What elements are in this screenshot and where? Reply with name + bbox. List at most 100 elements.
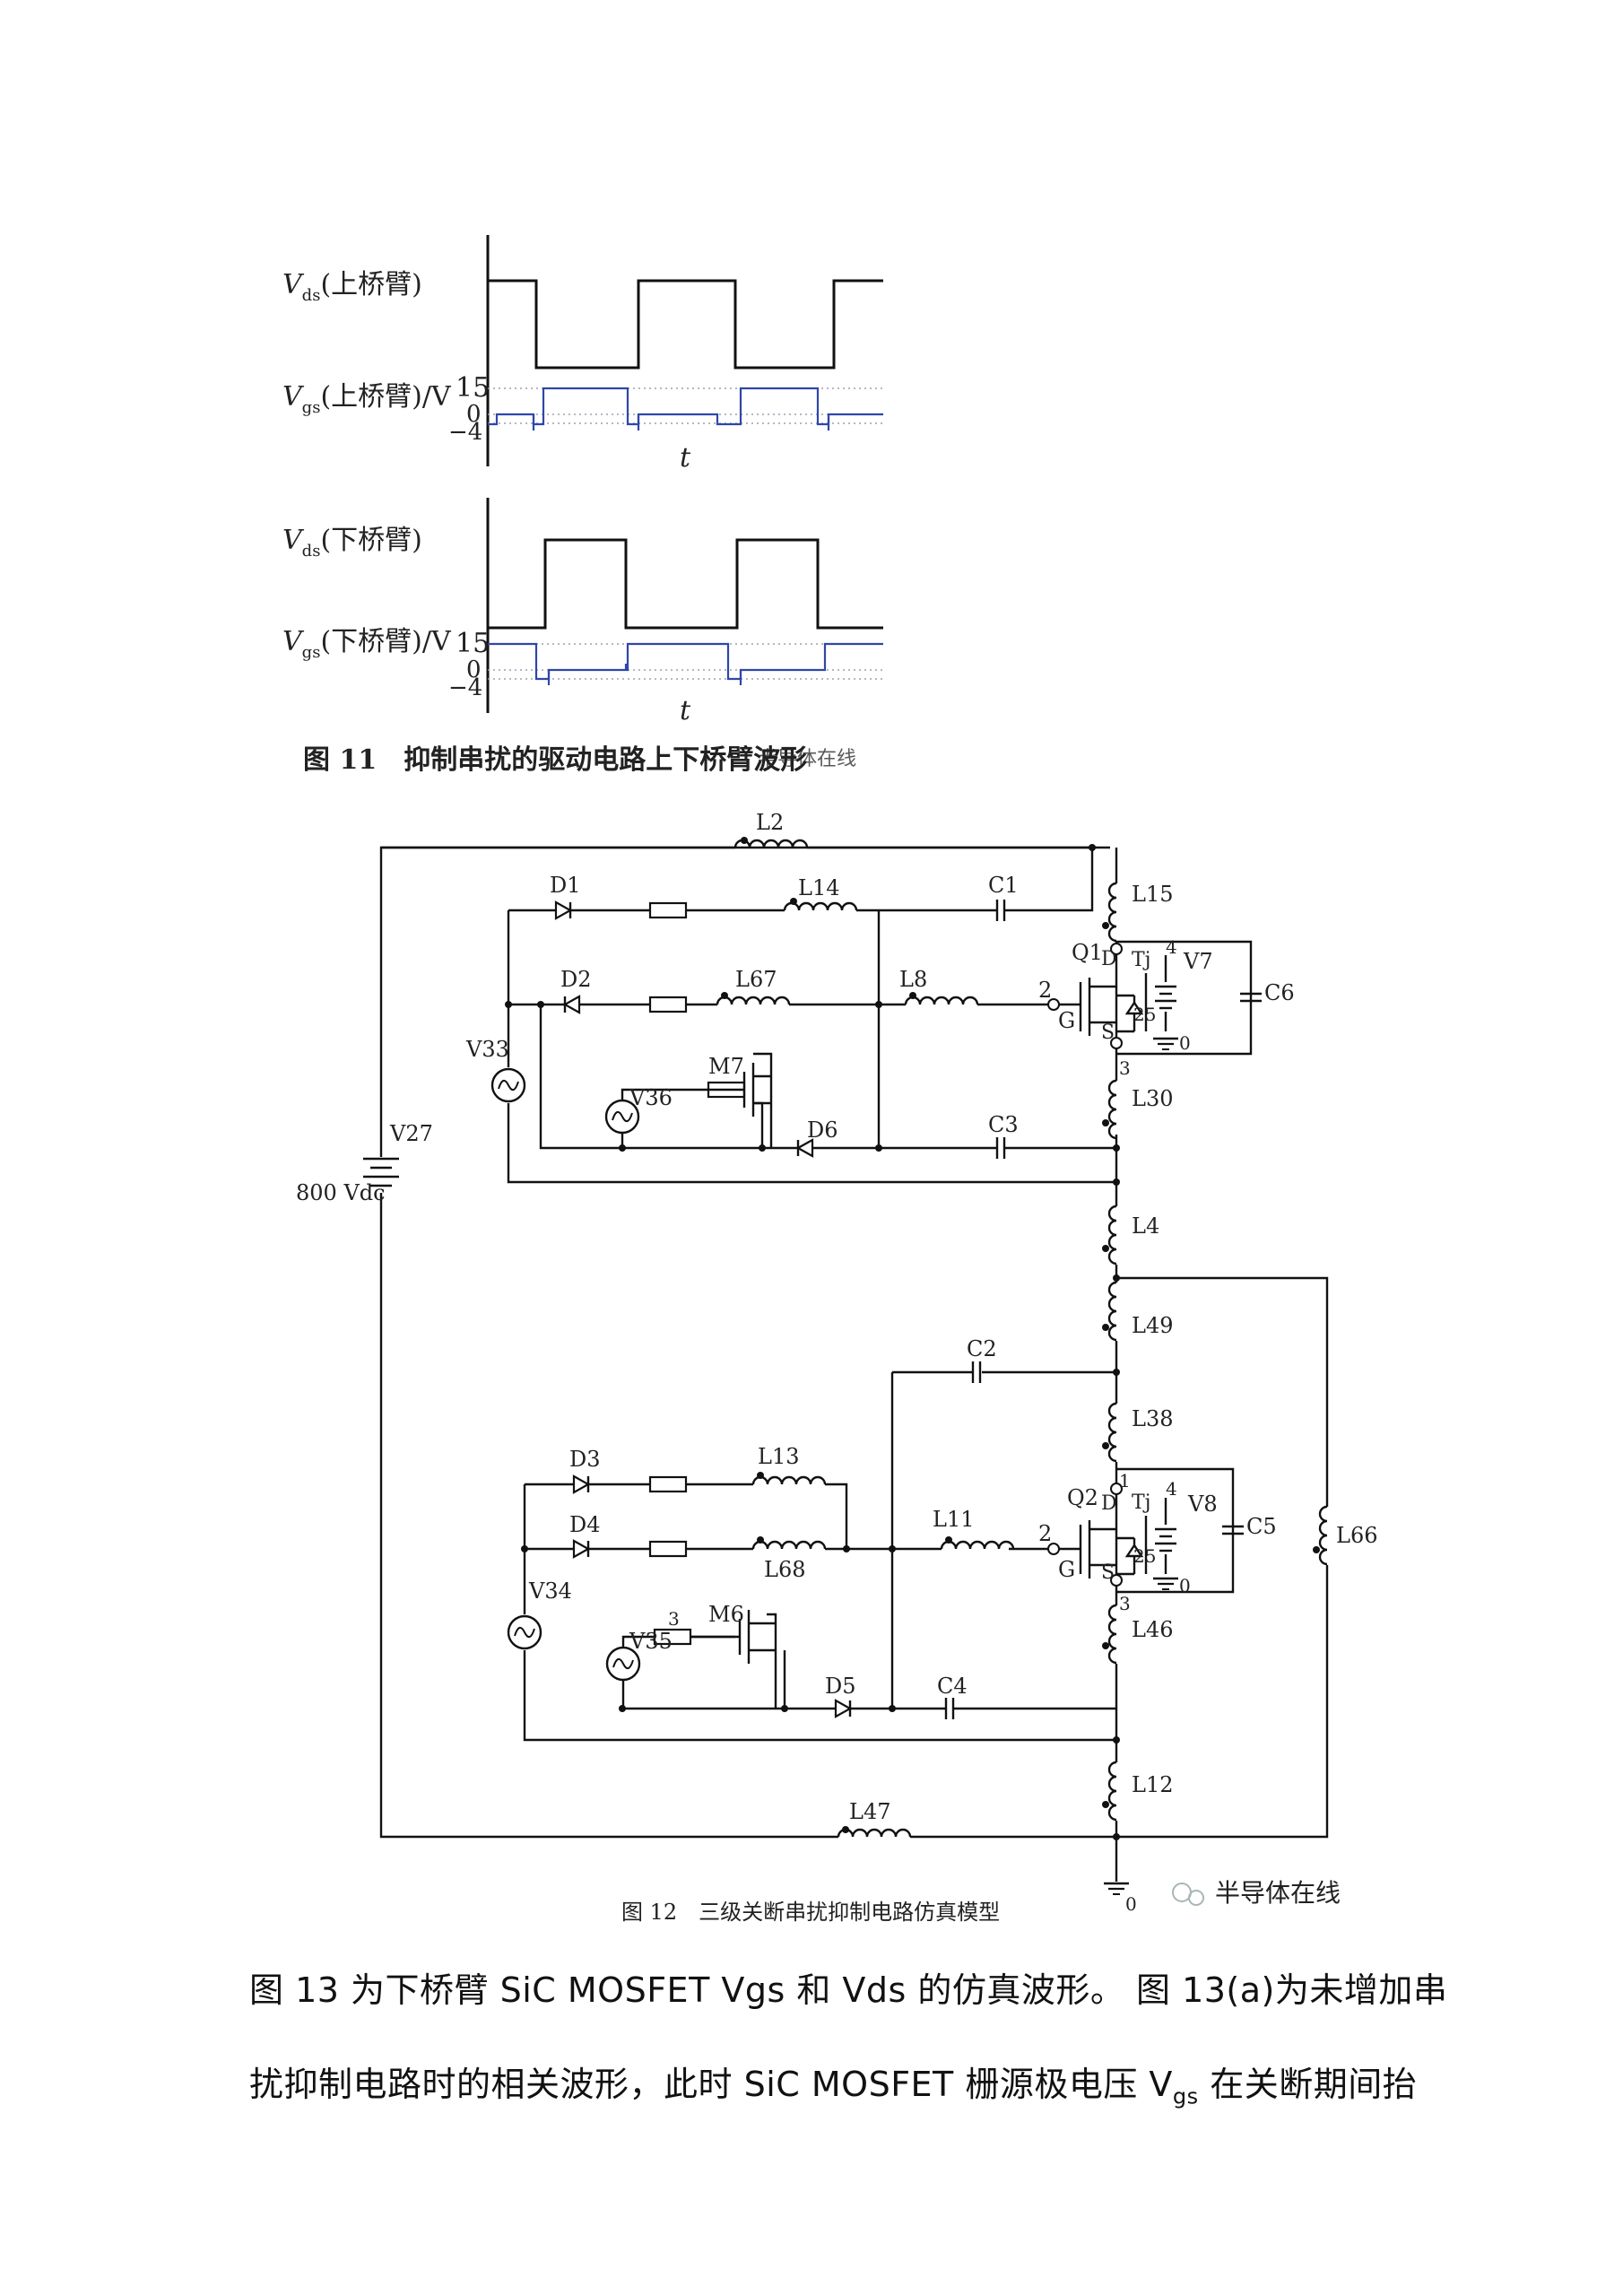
paragraph-line-2-b: 在关断期间抬 xyxy=(1198,2065,1418,2104)
vds-upper-label: Vds(上桥臂) xyxy=(282,269,422,305)
source-V27 xyxy=(363,1157,399,1187)
svg-text:C3: C3 xyxy=(988,1112,1019,1137)
svg-text:25: 25 xyxy=(1133,1004,1156,1025)
diode-D4 xyxy=(572,1539,590,1559)
vds-upper-waveform xyxy=(488,279,883,370)
inductor-L67 xyxy=(716,996,791,1006)
svg-text:Tj: Tj xyxy=(1132,1492,1151,1514)
svg-text:L47: L47 xyxy=(849,1799,890,1824)
vgs-lower-waveform xyxy=(488,642,883,681)
watermark-logo xyxy=(1172,1883,1204,1906)
vgs-lower-label: Vgs(下桥臂)/V xyxy=(282,626,452,662)
svg-text:M6: M6 xyxy=(708,1602,744,1627)
svg-text:L8: L8 xyxy=(899,967,927,992)
figure-12-caption: 图 12 三级关断串扰抑制电路仿真模型 xyxy=(621,1900,1000,1925)
mosfet-Q2 xyxy=(1054,1480,1148,1578)
watermark-fig12: 半导体在线 xyxy=(1215,1878,1341,1908)
inductor-L66 xyxy=(1318,1505,1329,1566)
inductor-L30 xyxy=(1107,1079,1118,1140)
t-label-upper: t xyxy=(680,442,691,474)
svg-text:L2: L2 xyxy=(756,810,784,835)
svg-text:D: D xyxy=(1101,1492,1117,1515)
svg-text:L46: L46 xyxy=(1132,1617,1173,1642)
capacitor-C1 xyxy=(995,898,1006,923)
figure-11: Vds(上桥臂) Vgs(上桥臂)/V 15 0 −4 t Vds(下桥臂) V… xyxy=(282,235,883,776)
inductor-L68 xyxy=(751,1540,827,1551)
inductor-L8 xyxy=(904,996,979,1006)
svg-text:D2: D2 xyxy=(560,967,592,992)
vds-lower-label: Vds(下桥臂) xyxy=(282,525,422,561)
tick-15-lower: 15 xyxy=(456,628,490,659)
mosfet-M6 xyxy=(690,1610,776,1664)
figure-12-circuit: L2 L14 L15 L67 L8 L30 L4 L49 L38 L13 L11… xyxy=(296,810,1377,1925)
source-V34 xyxy=(507,1614,542,1650)
svg-text:C5: C5 xyxy=(1246,1514,1277,1539)
svg-text:4: 4 xyxy=(1166,936,1177,958)
svg-text:M7: M7 xyxy=(708,1054,744,1079)
svg-text:D5: D5 xyxy=(825,1674,856,1699)
circuit-wires xyxy=(379,846,1329,1882)
diode-D3 xyxy=(572,1474,590,1494)
svg-text:0: 0 xyxy=(1179,1032,1191,1054)
resistor-lower-1 xyxy=(648,1475,688,1493)
paragraph-line-2-a: 扰抑制电路时的相关波形，此时 SiC MOSFET 栅源极电压 V xyxy=(249,2065,1173,2104)
svg-text:L11: L11 xyxy=(933,1507,974,1532)
svg-text:Q2: Q2 xyxy=(1067,1485,1098,1510)
svg-text:V33: V33 xyxy=(465,1037,509,1062)
svg-text:C2: C2 xyxy=(967,1336,997,1361)
svg-text:L68: L68 xyxy=(764,1557,805,1582)
resistor-upper-2 xyxy=(648,996,688,1013)
svg-text:V34: V34 xyxy=(528,1578,572,1604)
svg-text:C6: C6 xyxy=(1264,980,1295,1005)
paragraph-line-2: 扰抑制电路时的相关波形，此时 SiC MOSFET 栅源极电压 Vgs 在关断期… xyxy=(249,2057,1418,2109)
inductor-L15 xyxy=(1107,882,1118,943)
svg-text:V8: V8 xyxy=(1187,1492,1218,1517)
inductor-L12 xyxy=(1107,1761,1118,1822)
diode-D5 xyxy=(834,1699,852,1718)
svg-text:V7: V7 xyxy=(1183,949,1213,974)
svg-text:D4: D4 xyxy=(569,1512,601,1537)
svg-text:L13: L13 xyxy=(758,1444,799,1469)
capacitor-C4 xyxy=(944,1696,955,1721)
source-V33 xyxy=(490,1067,526,1103)
inductor-L49 xyxy=(1107,1281,1118,1342)
svg-text:L12: L12 xyxy=(1132,1772,1173,1797)
svg-text:L38: L38 xyxy=(1132,1406,1173,1431)
svg-text:V27: V27 xyxy=(389,1121,433,1146)
tick-0-lower: 0 xyxy=(466,657,482,683)
svg-text:L30: L30 xyxy=(1132,1086,1173,1111)
mosfet-Q1 xyxy=(1054,964,1148,1049)
svg-text:D1: D1 xyxy=(550,873,581,898)
paragraph-line-1: 图 13 为下桥臂 SiC MOSFET Vgs 和 Vds 的仿真波形。 图 … xyxy=(249,1970,1448,2010)
svg-text:L4: L4 xyxy=(1132,1213,1159,1239)
svg-text:L14: L14 xyxy=(798,875,839,900)
ground-v7 xyxy=(1151,1037,1180,1051)
svg-text:2: 2 xyxy=(1038,978,1052,1003)
ground-v8 xyxy=(1151,1577,1180,1591)
svg-text:S: S xyxy=(1101,1561,1115,1584)
svg-text:0: 0 xyxy=(1125,1893,1137,1915)
svg-text:4: 4 xyxy=(1166,1478,1177,1500)
vds-lower-waveform xyxy=(488,538,883,630)
svg-text:2: 2 xyxy=(1038,1521,1052,1546)
t-label-lower: t xyxy=(680,695,691,726)
svg-text:3: 3 xyxy=(1119,1057,1131,1079)
svg-text:25: 25 xyxy=(1133,1545,1156,1567)
svg-text:1: 1 xyxy=(1119,1470,1131,1492)
svg-text:V35: V35 xyxy=(629,1629,673,1654)
tick-15-upper: 15 xyxy=(456,372,490,404)
svg-text:3: 3 xyxy=(1119,1593,1131,1614)
svg-text:0: 0 xyxy=(1179,1575,1191,1596)
svg-text:L66: L66 xyxy=(1336,1523,1377,1548)
svg-text:S: S xyxy=(1101,1022,1115,1044)
inductor-L47 xyxy=(837,1828,912,1839)
svg-text:G: G xyxy=(1058,1008,1075,1033)
svg-text:D3: D3 xyxy=(569,1447,601,1472)
figure-11-caption: 图 11 抑制串扰的驱动电路上下桥臂波形 xyxy=(303,744,807,776)
svg-text:C1: C1 xyxy=(988,873,1019,898)
svg-text:V36: V36 xyxy=(629,1085,673,1110)
svg-text:G: G xyxy=(1058,1557,1075,1582)
capacitor-C2 xyxy=(971,1360,982,1385)
tick-0-upper: 0 xyxy=(466,401,482,428)
paragraph-line-2-sub: gs xyxy=(1172,2083,1199,2109)
